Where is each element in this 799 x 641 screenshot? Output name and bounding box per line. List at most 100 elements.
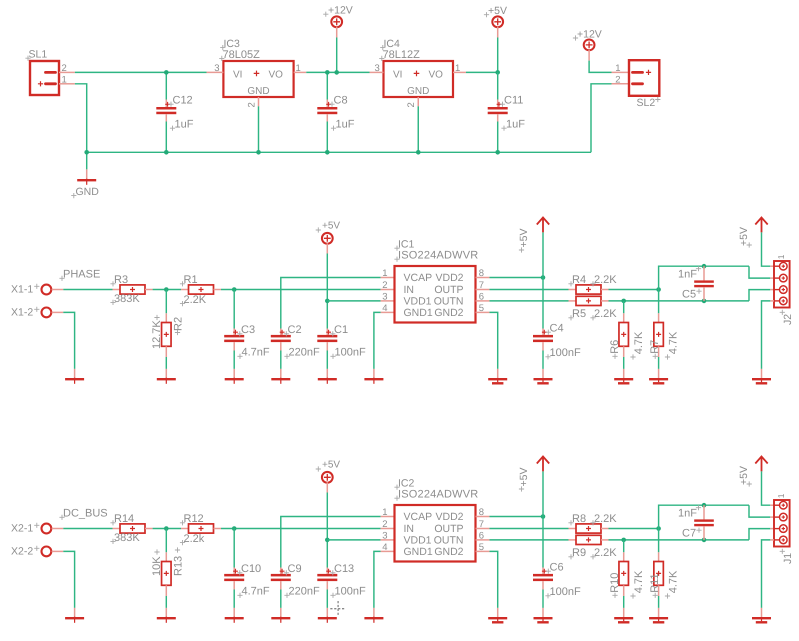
svg-text:2: 2: [62, 63, 67, 74]
svg-text:R8: R8: [572, 513, 586, 525]
svg-text:2: 2: [615, 74, 620, 85]
svg-text:1uF: 1uF: [506, 119, 525, 131]
svg-text:C7: C7: [682, 528, 696, 540]
svg-text:R7: R7: [649, 340, 661, 354]
svg-text:C10: C10: [241, 563, 261, 575]
svg-text:R6: R6: [609, 340, 621, 354]
svg-text:1nF: 1nF: [678, 269, 697, 281]
svg-text:VDD2: VDD2: [435, 511, 463, 523]
svg-text:X1-1: X1-1: [11, 284, 33, 296]
svg-text:C2: C2: [288, 324, 302, 336]
svg-text:IC3: IC3: [224, 38, 241, 50]
svg-text:10K: 10K: [151, 556, 163, 576]
svg-text:OUTP: OUTP: [434, 284, 463, 296]
svg-text:SL2: SL2: [637, 97, 656, 109]
svg-text:8: 8: [479, 268, 484, 279]
svg-text:IC4: IC4: [384, 38, 401, 50]
svg-text:X2-2: X2-2: [11, 546, 33, 558]
svg-text:IC1: IC1: [398, 239, 415, 251]
svg-text:R2: R2: [173, 317, 185, 331]
svg-text:+12V: +12V: [328, 5, 353, 17]
svg-text:1: 1: [382, 268, 387, 279]
svg-text:7: 7: [479, 280, 484, 291]
svg-text:VO: VO: [429, 69, 444, 80]
svg-text:1: 1: [382, 507, 387, 518]
svg-text:GND1: GND1: [404, 307, 433, 319]
svg-text:R11: R11: [649, 573, 661, 592]
svg-text:+5V: +5V: [488, 5, 507, 17]
svg-text:R10: R10: [609, 573, 621, 593]
svg-text:C4: C4: [550, 323, 564, 335]
svg-text:383K: 383K: [114, 293, 140, 305]
svg-text:R14: R14: [114, 513, 134, 525]
svg-text:C1: C1: [334, 324, 348, 336]
svg-text:1nF: 1nF: [678, 508, 697, 520]
svg-text:4.7nF: 4.7nF: [242, 586, 270, 598]
svg-text:2: 2: [382, 519, 387, 530]
svg-text:IN: IN: [404, 523, 415, 535]
svg-text:100nF: 100nF: [550, 347, 581, 359]
svg-text:OUTN: OUTN: [434, 535, 464, 547]
svg-text:C9: C9: [288, 563, 302, 575]
svg-text:GND1: GND1: [404, 546, 433, 558]
svg-text:VCAP: VCAP: [404, 272, 433, 284]
svg-text:4: 4: [382, 542, 387, 553]
svg-text:ISO224ADWVR: ISO224ADWVR: [398, 489, 478, 501]
svg-text:2: 2: [247, 102, 258, 107]
svg-text:C3: C3: [241, 324, 255, 336]
svg-text:PHASE: PHASE: [63, 269, 100, 281]
svg-text:+5V: +5V: [518, 229, 530, 248]
svg-text:R9: R9: [572, 547, 586, 559]
svg-text:+5V: +5V: [738, 227, 750, 246]
svg-text:1: 1: [776, 493, 786, 498]
svg-text:J2: J2: [782, 314, 794, 325]
svg-text:GND: GND: [76, 186, 100, 198]
svg-text:8: 8: [479, 507, 484, 518]
svg-text:1: 1: [62, 74, 67, 85]
svg-text:100nF: 100nF: [335, 586, 366, 598]
svg-text:R3: R3: [114, 274, 128, 286]
svg-text:2.2K: 2.2K: [594, 513, 617, 525]
svg-text:C13: C13: [334, 563, 354, 575]
svg-text:C8: C8: [334, 95, 348, 107]
svg-text:3: 3: [214, 63, 219, 74]
svg-text:5: 5: [479, 303, 484, 314]
svg-text:2.2K: 2.2K: [594, 308, 617, 320]
svg-text:GND: GND: [247, 86, 269, 97]
svg-text:1: 1: [455, 63, 460, 74]
svg-text:C6: C6: [550, 562, 564, 574]
svg-text:2.2K: 2.2K: [184, 294, 207, 306]
svg-text:+5V: +5V: [322, 460, 340, 471]
svg-text:IC2: IC2: [398, 478, 415, 490]
svg-text:C5: C5: [682, 289, 696, 301]
svg-text:OUTN: OUTN: [434, 296, 464, 308]
svg-text:GND: GND: [407, 86, 429, 97]
svg-text:6: 6: [479, 292, 484, 303]
svg-text:4.7K: 4.7K: [668, 331, 680, 354]
svg-text:X1-2: X1-2: [11, 307, 33, 319]
svg-text:VI: VI: [393, 69, 402, 80]
svg-text:X2-1: X2-1: [11, 523, 33, 535]
svg-text:4.7K: 4.7K: [633, 570, 645, 593]
svg-text:4.7nF: 4.7nF: [242, 347, 270, 359]
svg-text:C11: C11: [504, 95, 523, 107]
svg-text:7: 7: [479, 519, 484, 530]
svg-text:+12V: +12V: [577, 28, 602, 40]
svg-text:1uF: 1uF: [336, 119, 355, 131]
svg-text:3: 3: [375, 63, 380, 74]
svg-text:1: 1: [615, 63, 620, 74]
svg-text:383K: 383K: [114, 532, 140, 544]
svg-text:DC_BUS: DC_BUS: [63, 508, 108, 520]
svg-text:VDD1: VDD1: [404, 535, 432, 547]
svg-text:2.2K: 2.2K: [594, 547, 617, 559]
svg-text:1: 1: [296, 63, 301, 74]
svg-text:R5: R5: [572, 308, 586, 320]
svg-text:GND2: GND2: [434, 307, 463, 319]
svg-text:220nF: 220nF: [289, 586, 320, 598]
svg-text:IN: IN: [404, 284, 415, 296]
svg-text:78L12Z: 78L12Z: [383, 49, 421, 61]
svg-text:VDD2: VDD2: [435, 272, 463, 284]
svg-text:3: 3: [382, 292, 387, 303]
svg-text:5: 5: [479, 542, 484, 553]
svg-text:3: 3: [382, 531, 387, 542]
